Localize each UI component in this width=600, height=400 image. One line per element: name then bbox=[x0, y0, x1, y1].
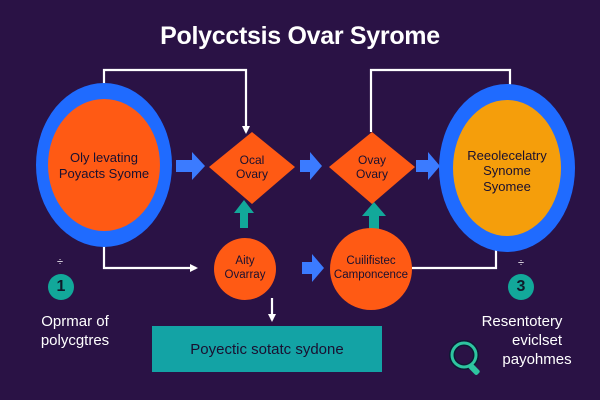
diamond-left-label: Ocal Ovary bbox=[222, 150, 282, 184]
connector-bottom-right bbox=[412, 246, 498, 270]
arrow-diamond-to-circle bbox=[416, 152, 440, 180]
right-circle-line2: Synome bbox=[483, 163, 531, 179]
right-caption-line2: eviclset bbox=[511, 331, 563, 349]
diamond-right-line1: Ovay bbox=[357, 152, 386, 167]
small-circle-left-label: Aity Ovarray bbox=[214, 252, 276, 286]
right-caption-line3: payohmes bbox=[502, 350, 572, 368]
left-circle-line2: Poyacts Syome bbox=[58, 166, 150, 181]
left-circle-line1: Oly levating bbox=[70, 150, 138, 166]
right-circle-core bbox=[453, 100, 561, 236]
left-caption-line2: polycgtres bbox=[40, 331, 110, 349]
right-caption: Resentotery eviclset payohmes bbox=[452, 313, 592, 369]
left-caption-line1: Oprmar of bbox=[41, 313, 109, 330]
small-left-line1: Aity bbox=[235, 255, 255, 268]
arrow-small-to-small bbox=[302, 254, 324, 282]
page-title: Polycctsis Ovar Syrome bbox=[160, 22, 440, 50]
flow-arrows bbox=[176, 152, 440, 282]
bottom-banner: Poyectic sotatc sydone bbox=[152, 326, 382, 372]
small-circle-right-label: Cuilifistec Camponcence bbox=[330, 252, 412, 286]
small-right-line1: Cuilifistec bbox=[346, 255, 396, 268]
diamond-left-shape bbox=[209, 132, 295, 204]
left-caption: Oprmar of polycgtres bbox=[10, 313, 140, 351]
small-circle-left-shape bbox=[214, 238, 276, 300]
diamond-right-line2: Ovary bbox=[355, 167, 388, 181]
connector-top-right bbox=[369, 68, 514, 132]
small-circle-right-shape bbox=[330, 228, 412, 310]
arrow-up-left bbox=[234, 200, 254, 228]
right-circle-line3: Syomee bbox=[483, 178, 531, 194]
up-arrows bbox=[234, 200, 386, 230]
diamond-left-line1: Ocal bbox=[239, 152, 265, 167]
diamond-left-line2: Ovary bbox=[235, 167, 268, 181]
left-number-badge: 1 bbox=[48, 274, 74, 300]
arrow-circle-to-diamond bbox=[176, 152, 205, 180]
diamond-right-label: Ovay Ovary bbox=[342, 150, 402, 184]
right-caption-line1: Resentotery bbox=[481, 313, 563, 330]
search-badge-icon bbox=[449, 340, 480, 375]
left-circle-label: Oly levating Poyacts Syome bbox=[54, 148, 154, 184]
arrow-up-right bbox=[362, 202, 386, 230]
right-circle-label: Reeolecelatry Synome Syomee bbox=[457, 146, 557, 196]
left-number-tick: ÷ bbox=[57, 256, 64, 268]
right-circle-line1: Reeolecelatry bbox=[467, 147, 547, 163]
diamond-right-shape bbox=[329, 132, 415, 204]
arrow-diamond-to-diamond bbox=[300, 152, 322, 180]
right-number-tick: ÷ bbox=[518, 257, 525, 269]
small-left-line2: Ovarray bbox=[224, 269, 266, 281]
left-circle-core bbox=[48, 99, 160, 231]
right-number-badge: 3 bbox=[508, 274, 534, 300]
small-right-line2: Camponcence bbox=[333, 269, 409, 281]
